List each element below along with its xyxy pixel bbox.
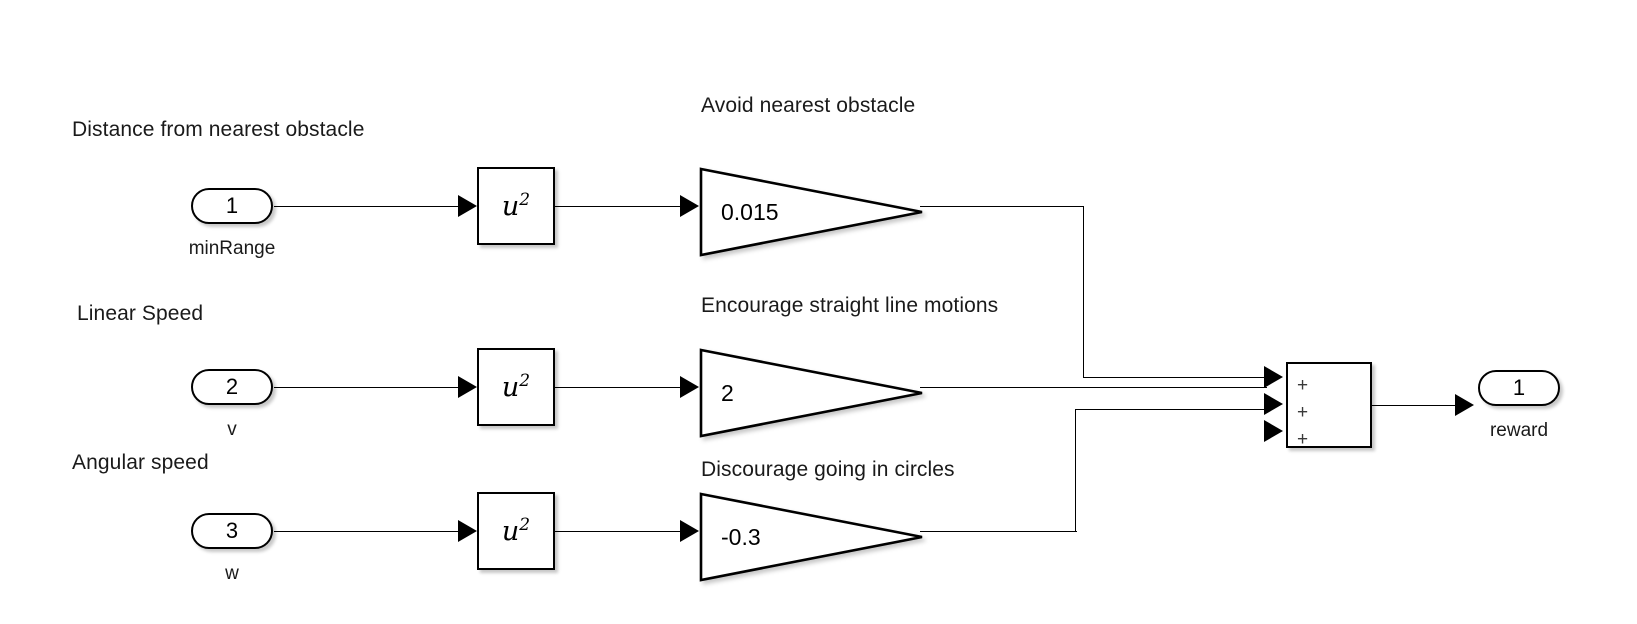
annotation-encourage-straight-line: Encourage straight line motions [701, 294, 999, 317]
inport-1-number: 1 [225, 193, 239, 218]
inport-3-w[interactable]: 3 [191, 513, 273, 549]
wire-math2-to-gain2 [555, 387, 680, 388]
arrowhead-sum-input-1 [1264, 366, 1283, 388]
math-block-square-3[interactable]: u2 [477, 492, 555, 570]
arrowhead-outport-input [1455, 394, 1474, 416]
arrowhead-sum-input-2 [1264, 393, 1283, 415]
wire-gain1-down [1083, 206, 1084, 378]
math-block-square-2[interactable]: u2 [477, 348, 555, 426]
arrowhead-math2-input [458, 376, 477, 398]
inport-2-number: 2 [225, 374, 239, 399]
wire-gain3-up [1075, 409, 1076, 531]
math-block-square-1[interactable]: u2 [477, 167, 555, 245]
inport-3-number: 3 [225, 518, 239, 543]
wire-gain3-right [920, 531, 1077, 532]
gain-block-discourage-circles[interactable]: -0.3 [699, 490, 927, 586]
wire-sum-to-outport [1372, 405, 1457, 406]
sum-block[interactable]: + + + [1286, 362, 1372, 450]
sum-sign-3: + [1297, 429, 1309, 450]
inport-1-label: minRange [188, 238, 276, 259]
wire-gain1-to-sum [1083, 377, 1267, 378]
gain-block-straight-line[interactable]: 2 [699, 346, 927, 442]
sum-sign-1: + [1297, 375, 1309, 396]
math-expression-3: u2 [501, 514, 531, 547]
annotation-linear-speed: Linear Speed [77, 302, 204, 325]
outport-1-reward[interactable]: 1 [1478, 370, 1560, 406]
gain-value-3: -0.3 [721, 524, 761, 550]
arrowhead-gain2-input [680, 376, 699, 398]
arrowhead-math3-input [458, 520, 477, 542]
annotation-distance-from-nearest-obstacle: Distance from nearest obstacle [72, 118, 365, 141]
annotation-avoid-nearest-obstacle: Avoid nearest obstacle [701, 94, 916, 117]
wire-gain3-to-sum [1075, 409, 1267, 410]
inport-2-label: v [227, 419, 237, 440]
sum-sign-2: + [1297, 402, 1309, 423]
inport-2-v[interactable]: 2 [191, 369, 273, 405]
annotation-angular-speed: Angular speed [72, 451, 209, 474]
outport-1-label: reward [1489, 420, 1549, 441]
arrowhead-gain1-input [680, 195, 699, 217]
math-expression-1: u2 [501, 189, 531, 222]
arrowhead-gain3-input [680, 520, 699, 542]
gain-block-avoid-obstacle[interactable]: 0.015 [699, 165, 927, 261]
wire-inport1-to-math1 [274, 206, 458, 207]
gain-value-1: 0.015 [721, 199, 779, 225]
outport-1-number: 1 [1512, 375, 1526, 400]
wire-gain2-to-sum [920, 387, 1267, 388]
wire-gain1-right [920, 206, 1084, 207]
annotation-discourage-circles: Discourage going in circles [701, 458, 955, 481]
inport-3-label: w [225, 563, 239, 584]
math-expression-2: u2 [501, 370, 531, 403]
arrowhead-math1-input [458, 195, 477, 217]
gain-value-2: 2 [721, 380, 734, 406]
arrowhead-sum-input-3 [1264, 420, 1283, 442]
wire-inport2-to-math2 [274, 387, 458, 388]
wire-math1-to-gain1 [555, 206, 680, 207]
wire-math3-to-gain3 [555, 531, 680, 532]
inport-1-minrange[interactable]: 1 [191, 188, 273, 224]
wire-inport3-to-math3 [274, 531, 458, 532]
